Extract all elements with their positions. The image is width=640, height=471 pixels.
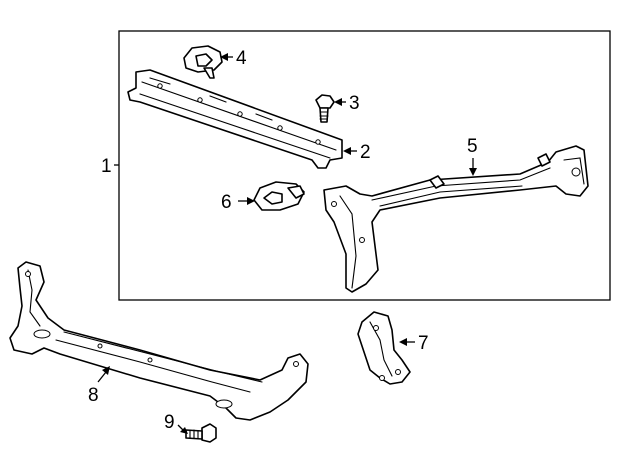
callout-1: 1: [101, 156, 112, 177]
callout-2: 2: [360, 142, 371, 163]
callout-9: 9: [164, 412, 175, 433]
callout-8: 8: [88, 385, 99, 406]
part-3-bolt[interactable]: [315, 94, 335, 123]
callout-5: 5: [467, 136, 478, 157]
part-2-upper-tie-bar[interactable]: [127, 69, 343, 169]
callout-6: 6: [221, 192, 232, 213]
part-8-lower-tie-bar[interactable]: [9, 261, 309, 421]
part-7-bracket[interactable]: [357, 311, 411, 385]
part-6-latch-bracket[interactable]: [253, 181, 305, 211]
callout-7: 7: [418, 333, 429, 354]
part-4-latch[interactable]: [183, 45, 223, 79]
callout-3: 3: [349, 93, 360, 114]
callout-leaders: [97, 53, 477, 434]
part-5-radiator-support[interactable]: [323, 145, 589, 293]
callout-4: 4: [236, 48, 247, 69]
part-9-bolt[interactable]: [185, 423, 217, 443]
